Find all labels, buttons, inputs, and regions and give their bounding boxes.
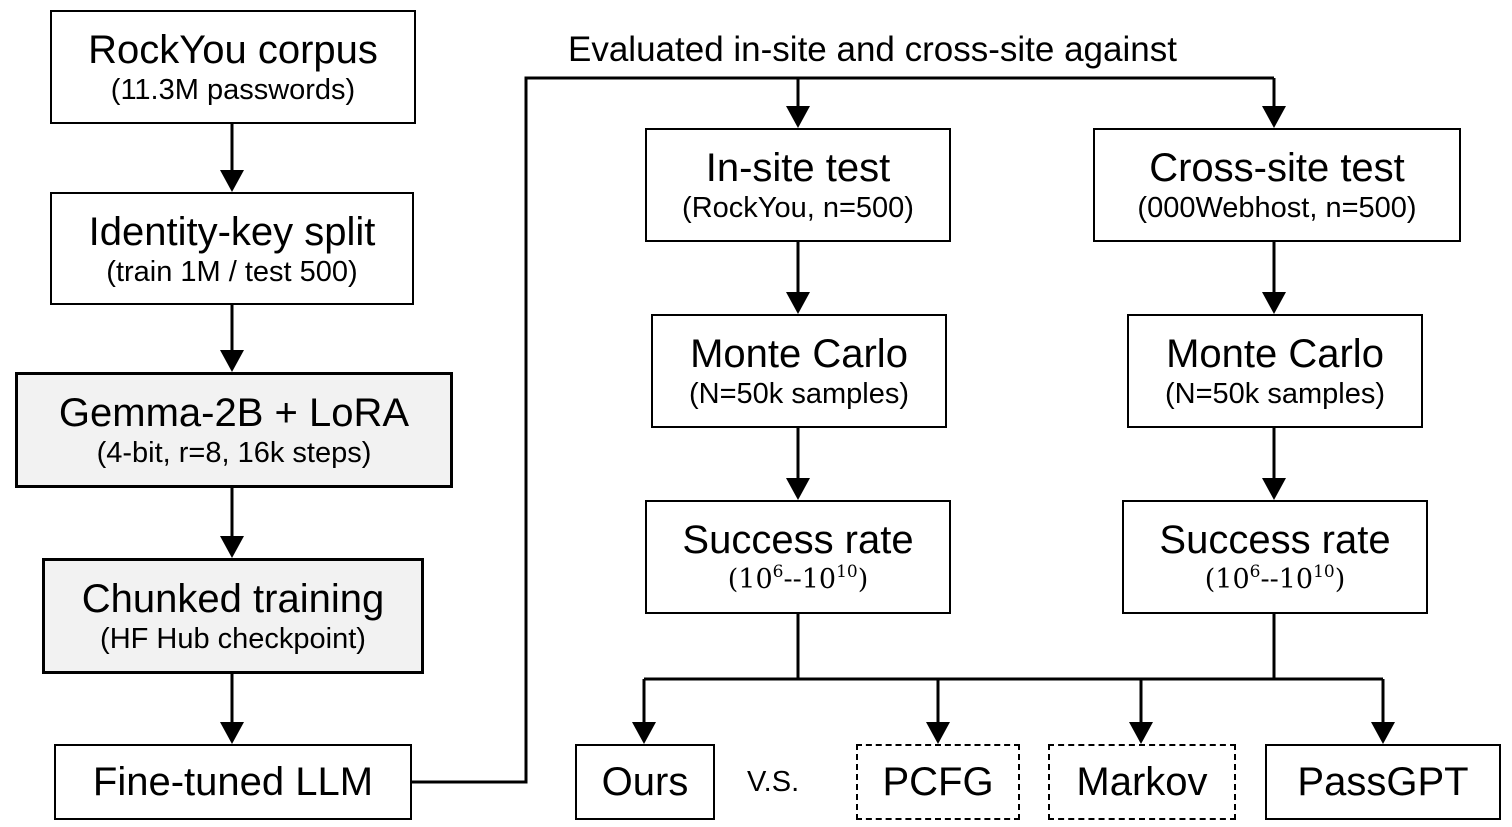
- in-site-test-box: In-site test (RockYou, n=500): [645, 128, 951, 242]
- rockyou-corpus-box: RockYou corpus (11.3M passwords): [50, 10, 416, 124]
- arrowhead-pcfg: [926, 722, 950, 744]
- arrowhead-cross-mc: [1262, 292, 1286, 314]
- cross-site-success-rate-title: Success rate: [1159, 518, 1391, 562]
- connector-finetuned-to-eval: [412, 76, 1274, 784]
- chunked-training-title: Chunked training: [81, 577, 385, 621]
- in-site-test-detail: (RockYou, n=500): [682, 192, 914, 224]
- identity-key-split-detail: (train 1M / test 500): [106, 255, 358, 288]
- gemma-lora-box: Gemma-2B + LoRA (4-bit, r=8, 16k steps): [15, 372, 453, 488]
- evaluation-caption: Evaluated in-site and cross-site against: [568, 30, 1177, 69]
- arrowhead-cross-success: [1262, 478, 1286, 500]
- cross-site-success-rate-box: Success rate (106--1010): [1122, 500, 1428, 614]
- arrowhead-split: [220, 170, 244, 192]
- arrowhead-in-site: [786, 106, 810, 128]
- method-ours-box: Ours: [575, 744, 715, 820]
- finetuned-llm-title: Fine-tuned LLM: [92, 760, 374, 804]
- method-passgpt-box: PassGPT: [1265, 744, 1501, 820]
- method-passgpt-label: PassGPT: [1297, 760, 1469, 804]
- method-markov-label: Markov: [1076, 760, 1208, 804]
- chunked-training-detail: (HF Hub checkpoint): [100, 623, 366, 655]
- in-site-success-rate-range: (106--1010): [727, 562, 869, 596]
- arrowhead-ours: [632, 722, 656, 744]
- method-ours-label: Ours: [601, 760, 689, 804]
- cross-site-monte-carlo-title: Monte Carlo: [1166, 332, 1384, 376]
- gemma-lora-title: Gemma-2B + LoRA: [58, 391, 410, 435]
- arrowhead-passgpt: [1371, 722, 1395, 744]
- in-site-monte-carlo-title: Monte Carlo: [690, 332, 908, 376]
- arrowhead-finetuned: [220, 722, 244, 744]
- identity-key-split-title: Identity-key split: [88, 209, 376, 254]
- method-pcfg-label: PCFG: [882, 760, 994, 804]
- cross-site-test-title: Cross-site test: [1149, 146, 1405, 190]
- cross-site-monte-carlo-box: Monte Carlo (N=50k samples): [1127, 314, 1423, 428]
- cross-site-monte-carlo-detail: (N=50k samples): [1165, 378, 1385, 410]
- chunked-training-box: Chunked training (HF Hub checkpoint): [42, 558, 424, 674]
- rockyou-corpus-detail: (11.3M passwords): [110, 74, 356, 106]
- arrowhead-model: [220, 350, 244, 372]
- method-pcfg-box: PCFG: [856, 744, 1020, 820]
- cross-site-test-box: Cross-site test (000Webhost, n=500): [1093, 128, 1461, 242]
- in-site-test-title: In-site test: [705, 146, 891, 190]
- gemma-lora-detail: (4-bit, r=8, 16k steps): [96, 437, 372, 469]
- arrowhead-chunked: [220, 536, 244, 558]
- finetuned-llm-box: Fine-tuned LLM: [54, 744, 412, 820]
- in-site-success-rate-box: Success rate (106--1010): [645, 500, 951, 614]
- identity-key-split-box: Identity-key split (train 1M / test 500): [50, 192, 414, 305]
- method-markov-box: Markov: [1048, 744, 1236, 820]
- arrowhead-markov: [1129, 722, 1153, 744]
- in-site-success-rate-title: Success rate: [682, 518, 914, 562]
- cross-site-success-rate-range: (106--1010): [1204, 562, 1346, 596]
- in-site-monte-carlo-box: Monte Carlo (N=50k samples): [651, 314, 947, 428]
- cross-site-test-detail: (000Webhost, n=500): [1137, 192, 1417, 224]
- arrowhead-in-success: [786, 478, 810, 500]
- rockyou-corpus-title: RockYou corpus: [88, 28, 378, 72]
- in-site-monte-carlo-detail: (N=50k samples): [689, 378, 909, 410]
- arrowhead-in-mc: [786, 292, 810, 314]
- arrowhead-cross-site: [1262, 106, 1286, 128]
- versus-label: V.S.: [747, 766, 800, 798]
